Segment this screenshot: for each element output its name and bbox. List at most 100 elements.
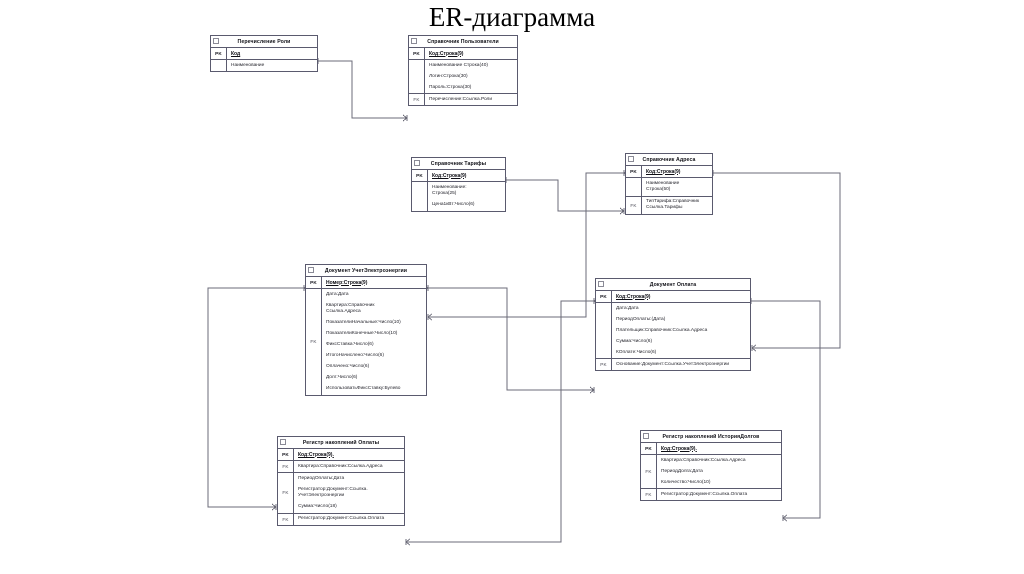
- entity-title: Справочник Тарифы: [430, 160, 487, 167]
- attribute-row: Долг:Число(6): [326, 375, 358, 381]
- attribute-row: Дата:Дата: [616, 305, 639, 311]
- key-indicator: PK: [278, 449, 294, 461]
- attribute-row: Сумма:Число(18): [298, 504, 337, 510]
- primary-key-attribute: Код:Строка(9): [646, 168, 681, 175]
- attribute-row: Регистратор:Документ:Ссылка.Оплата: [298, 516, 385, 522]
- key-indicator: FK: [626, 196, 642, 215]
- attribute-row: Наименование Строка(40): [429, 62, 488, 68]
- attribute-row: Цена1кВт:Число(6): [432, 202, 475, 208]
- attribute-column: Наименование Строка(40) Логин:Строка(30) П…: [425, 60, 517, 93]
- attribute-row: Сумма:Число(6): [616, 338, 653, 344]
- attribute-group: Наименование Строка(50): [626, 178, 712, 197]
- table-icon: [643, 433, 649, 439]
- entity-header: Регистр накоплений ИсторияДолгов: [641, 431, 781, 443]
- attribute-column: Регистратор:Документ:Ссылка.Оплата: [294, 514, 404, 525]
- primary-key-attribute: Код:Строка(9).: [661, 445, 697, 452]
- attribute-column: Код:Строка(9).: [657, 443, 781, 454]
- attribute-row: Плательщик:Справочник:Ссылка.Адреса: [616, 327, 708, 333]
- attribute-column: Код: [227, 48, 317, 59]
- key-indicator: [596, 303, 612, 359]
- attribute-row: Пароль:Строка(30): [429, 84, 472, 90]
- key-indicator: FK: [278, 461, 294, 473]
- entity-header: Справочник Адреса: [626, 154, 712, 166]
- entity-title: Регистр накоплений Оплаты: [302, 439, 380, 446]
- entity-title: Документ Оплата: [649, 281, 697, 288]
- attribute-group: Наименование Строка(40) Логин:Строка(30) П…: [409, 60, 517, 95]
- table-icon: [414, 160, 420, 166]
- attribute-column: Номер:Строка(9): [322, 277, 426, 288]
- table-icon: [598, 281, 604, 287]
- key-indicator: PK: [412, 170, 428, 182]
- entity-header: Перечисление Роли: [211, 36, 317, 48]
- entity-title: Документ УчетЭлектроэнергии: [324, 267, 408, 274]
- attribute-column: Код:Строка(9).: [294, 449, 404, 460]
- attribute-row: Дата:Дата: [326, 291, 349, 297]
- entity-header: Документ Оплата: [596, 279, 750, 291]
- key-indicator: FK: [641, 455, 657, 489]
- entity-header: Справочник Пользователи: [409, 36, 517, 48]
- table-icon: [213, 38, 219, 44]
- table-icon: [628, 156, 634, 162]
- attribute-row: Регистратор:Документ:Ссылка.Оплата: [661, 491, 748, 497]
- attribute-group: Наименование: Строка(25) Цена1кВт:Число(6…: [412, 182, 505, 211]
- key-indicator: FK: [641, 489, 657, 501]
- attribute-group: FK Квартира:Справочник:Ссылка.Адреса: [278, 461, 404, 474]
- entity-title: Справочник Пользователи: [427, 38, 499, 45]
- attribute-column: Код:Строка(9): [642, 166, 712, 177]
- key-indicator: [409, 60, 425, 94]
- attribute-row: Регистратор:Документ:Ссылка. УчетЭлектро…: [298, 486, 368, 498]
- attribute-row: Основание:Документ:Ссылка.УчетЭлектроэне…: [616, 361, 730, 367]
- key-indicator: PK: [409, 48, 425, 60]
- primary-key-attribute: Код: [231, 50, 241, 57]
- attribute-column: Квартира:Справочник:Ссылка.Адреса: [294, 461, 404, 472]
- relationship-roli-to-polzovateli: [318, 60, 407, 119]
- attribute-row: Наименование: Строка(25): [432, 184, 467, 196]
- primary-key-attribute: Код:Строка(9): [429, 50, 464, 57]
- attribute-row: Квартира:Справочник:Ссылка.Адреса: [298, 463, 383, 469]
- attribute-row: Наименование Строка(50): [646, 180, 680, 192]
- key-indicator: PK: [306, 277, 322, 289]
- attribute-row: КОплате:Число(6): [616, 349, 657, 355]
- attribute-column: ТипТарифа:Справочник Ссылка.Тарифы: [642, 197, 712, 214]
- key-indicator: PK: [596, 359, 612, 371]
- attribute-row: ПоказателиКонечные:Число(10): [326, 331, 398, 337]
- attribute-row: ПоказателиНачальные:Число(10): [326, 320, 401, 326]
- key-indicator: FK: [278, 513, 294, 525]
- attribute-column: Код:Строка(9): [612, 291, 750, 302]
- attribute-group: FK Регистратор:Документ:Ссылка.Оплата: [641, 489, 781, 501]
- primary-key-attribute: Код:Строка(9): [616, 293, 651, 300]
- attribute-row: ТипТарифа:Справочник Ссылка.Тарифы: [646, 199, 700, 211]
- entity-header: Справочник Тарифы: [412, 158, 505, 170]
- relationship-tarify-to-adresa: [506, 179, 624, 212]
- attribute-row: Наименование: [231, 62, 265, 68]
- attribute-row: ПериодОплаты:(Дата): [616, 316, 666, 322]
- attribute-row: Логин:Строка(30): [429, 73, 468, 79]
- page-title: ER-диаграмма: [428, 2, 596, 32]
- attribute-column: Код:Строка(9): [425, 48, 517, 59]
- table-icon: [280, 439, 286, 445]
- table-icon: [411, 38, 417, 44]
